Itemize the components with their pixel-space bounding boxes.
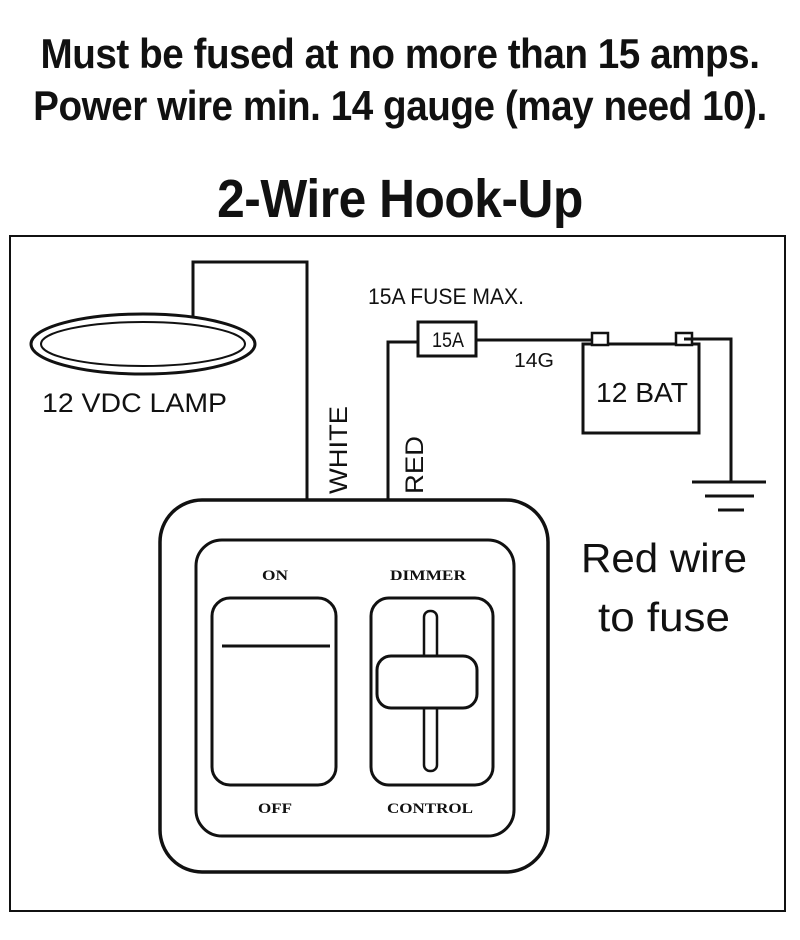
wire-gauge-note: Power wire min. 14 gauge (may need 10). bbox=[33, 82, 767, 129]
diagram-frame bbox=[9, 235, 786, 912]
diagram-title: 2-Wire Hook-Up bbox=[217, 169, 583, 229]
on-label: ON bbox=[262, 568, 288, 584]
ground-icon bbox=[692, 480, 766, 512]
fuse-caption: 15A FUSE MAX. bbox=[368, 284, 524, 309]
off-label: OFF bbox=[258, 801, 292, 817]
lamp-icon bbox=[29, 312, 257, 376]
lamp-label: 12 VDC LAMP bbox=[42, 388, 227, 418]
slider-knob[interactable] bbox=[375, 654, 479, 710]
gauge-label: 14G bbox=[514, 350, 554, 372]
red-wire-note: Red wire bbox=[581, 535, 747, 581]
fuse-rating-note: Must be fused at no more than 15 amps. bbox=[40, 30, 760, 77]
white-wire bbox=[191, 260, 309, 500]
on-off-rocker-switch[interactable] bbox=[210, 596, 338, 787]
red-wire bbox=[386, 340, 418, 500]
red-wire-label: RED bbox=[401, 436, 429, 494]
red-wire-note-2: to fuse bbox=[598, 594, 730, 640]
ground-wire bbox=[684, 337, 733, 482]
white-wire-label: WHITE bbox=[325, 406, 353, 494]
control-label: CONTROL bbox=[387, 801, 473, 817]
battery-label: 12 BAT bbox=[596, 377, 688, 408]
dimmer-slider[interactable] bbox=[369, 596, 495, 787]
battery-icon bbox=[581, 331, 701, 435]
dimmer-label: DIMMER bbox=[390, 568, 466, 584]
fuse-label: 15A bbox=[432, 329, 464, 352]
